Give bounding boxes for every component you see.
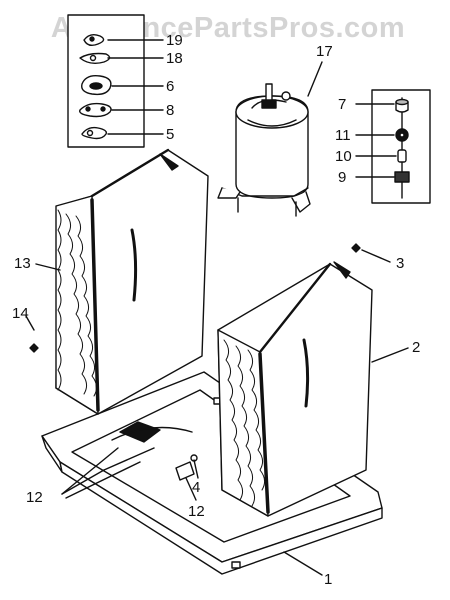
- washer-icon: [395, 128, 409, 142]
- callout-9: 9: [338, 169, 346, 186]
- compressor: [217, 61, 323, 217]
- callout-19: 18: [166, 50, 183, 67]
- cap-icon: [395, 98, 409, 113]
- gasket-round-icon: [81, 74, 112, 96]
- callout-13: 12: [26, 489, 43, 506]
- callout-10: 10: [335, 148, 352, 165]
- callout-1: 1: [324, 571, 332, 588]
- callout-12: 12: [188, 503, 205, 520]
- grommet: [190, 454, 199, 479]
- callout-6: 6: [166, 78, 174, 95]
- gasket-small-icon: [81, 126, 108, 140]
- gasket-oval-icon: [79, 102, 112, 118]
- callout-3: 3: [396, 255, 404, 272]
- callout-2: 2: [412, 339, 420, 356]
- callout-14: 13: [14, 255, 31, 272]
- callout-16: 14: [12, 305, 29, 322]
- evaporator-coil: [25, 148, 209, 415]
- mount-nut-icon: [394, 171, 410, 183]
- callout-11: 11: [335, 127, 351, 144]
- callout-5: 5: [166, 126, 174, 143]
- gasket-inset-box: [67, 14, 164, 148]
- callout-4: 4: [192, 479, 200, 496]
- condenser-coil: [217, 243, 409, 517]
- callout-17: 17: [316, 43, 333, 60]
- hardware-inset-box: [355, 89, 431, 204]
- callout-8: 8: [166, 102, 174, 119]
- sleeve-icon: [397, 149, 407, 163]
- bolt: [175, 461, 197, 501]
- callout-18: 19: [166, 32, 183, 49]
- callout-7: 7: [338, 96, 346, 113]
- gasket-top-icon: [83, 33, 105, 47]
